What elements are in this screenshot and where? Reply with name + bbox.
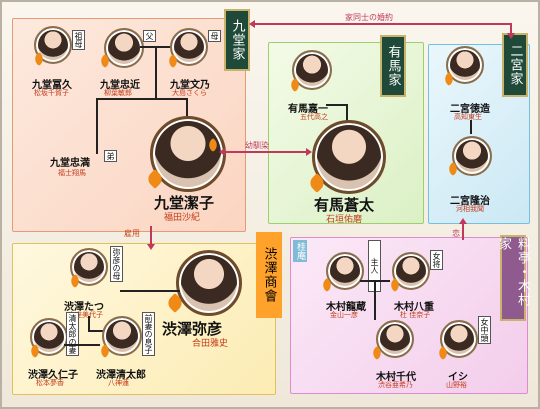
role-hisa: 祖母 — [72, 30, 85, 50]
actor-tanizo: 高知東生 — [454, 113, 482, 121]
actor-ryozo: 金山一彦 — [330, 311, 358, 319]
family-label-kudo: 九堂家 — [224, 9, 250, 71]
name-yae: 木村八重 — [394, 302, 434, 313]
relation-family-engagement: 家同士の婚約 — [345, 13, 393, 22]
actor-seitaro: 八神蓮 — [108, 379, 129, 387]
name-ryozo: 木村龍蔵 — [326, 302, 366, 313]
arrow-down-icon — [507, 33, 515, 39]
relation-hired: 雇用 — [124, 229, 140, 238]
role-yae: 女将 — [430, 250, 443, 270]
child-line-tadamitsu — [96, 98, 98, 154]
name-tadachika: 九堂忠近 — [100, 80, 140, 91]
relation-kimura-link: 恋 — [452, 229, 460, 238]
name-hisa: 九堂冨久 — [32, 80, 72, 91]
name-kaichi: 有馬嘉一 — [288, 104, 328, 115]
actor-sota: 石垣佑磨 — [326, 215, 363, 225]
name-ishi: イシ — [448, 372, 468, 383]
actor-tadamitsu: 福士翔馬 — [58, 169, 86, 177]
name-ryoji: 二宮隆治 — [450, 196, 490, 207]
name-sota: 有馬蒼太 — [314, 196, 375, 214]
actor-kaichi: 五代高之 — [300, 113, 328, 121]
family-label-ninomiya: 二宮家 — [502, 33, 528, 97]
actor-yahiko: 合田雅史 — [192, 339, 229, 349]
name-seitaro: 渋澤清太郎 — [96, 370, 146, 381]
name-kiyoko: 九堂潔子 — [154, 194, 215, 212]
name-tatsu: 渋澤たつ — [64, 302, 104, 313]
avatar-ryozo — [326, 252, 364, 290]
arima-child-line — [346, 104, 348, 124]
marriage-line — [360, 280, 390, 282]
name-yahiko: 渋澤弥彦 — [162, 320, 223, 338]
name-chiyo: 木村千代 — [376, 372, 416, 383]
name-tadamitsu: 九堂忠満 — [50, 158, 90, 169]
actor-kiyoko: 福田沙紀 — [164, 213, 201, 223]
name-kuniko: 渋澤久仁子 — [28, 370, 78, 381]
avatar-sota — [312, 120, 386, 194]
role-tatsu: 弥彦の母 — [110, 246, 123, 282]
childhood-friend-line — [224, 151, 308, 153]
actor-kuniko: 松本夢香 — [36, 379, 64, 387]
arrow-left-icon — [219, 148, 225, 156]
arrow-down-icon — [147, 244, 155, 250]
actor-hisa: 松坂千賀子 — [34, 89, 69, 97]
actor-yae: 杜 佳奈子 — [400, 311, 431, 319]
actor-chiyo: 渋谷亜希乃 — [378, 381, 413, 389]
family-engagement-drop — [510, 23, 512, 35]
family-label-shibusawa: 渋澤商會 — [256, 232, 282, 318]
avatar-ryoji — [452, 136, 492, 176]
role-tadachika: 父 — [143, 30, 156, 42]
actor-ishi: 山野裕 — [446, 381, 467, 389]
avatar-kiyoko — [150, 116, 226, 192]
actor-ryoji: 河相我聞 — [456, 205, 484, 213]
actor-tadachika: 柳葉敏郎 — [104, 89, 132, 97]
family-label-kimura: 料亭・木村家 — [496, 235, 530, 321]
role-tadamitsu: 弟 — [104, 150, 117, 162]
role-fumino: 母 — [208, 30, 221, 42]
hired-line — [150, 226, 152, 246]
avatar-tadachika — [104, 28, 144, 68]
name-tanizo: 二宮徳造 — [450, 104, 490, 115]
marriage-line — [64, 344, 100, 346]
role-ishi: 女中頭 — [478, 316, 491, 344]
arrow-up-icon — [459, 218, 467, 224]
family-engagement-line — [254, 23, 510, 25]
arima-line — [326, 104, 348, 106]
kimura-descent-line — [374, 282, 376, 320]
role-seitaro: 前妻の息子 — [142, 312, 155, 356]
actor-fumino: 大島さくら — [172, 89, 207, 97]
tatsu-line — [88, 316, 90, 332]
kimura-link-line — [462, 222, 464, 240]
arrow-left-icon — [249, 20, 255, 28]
role-ryozo: 主人 — [368, 240, 381, 292]
actor-tatsu: 赤座美代子 — [68, 311, 103, 319]
child-line-kiyoko — [186, 98, 188, 118]
children-line — [96, 98, 188, 100]
descent-line — [155, 47, 157, 99]
avatar-yahiko — [176, 250, 242, 316]
mother-line — [120, 290, 180, 292]
arrow-right-icon — [306, 148, 312, 156]
ninomiya-line — [470, 120, 472, 134]
family-label-arima: 有馬家 — [380, 35, 406, 97]
annex-label: 桂庵 — [293, 240, 307, 262]
relation-childhood-friend: 幼馴染 — [245, 141, 269, 150]
avatar-chiyo — [376, 320, 414, 358]
role-kuniko: 清太郎の妻 — [66, 312, 79, 356]
name-fumino: 九堂文乃 — [170, 80, 210, 91]
